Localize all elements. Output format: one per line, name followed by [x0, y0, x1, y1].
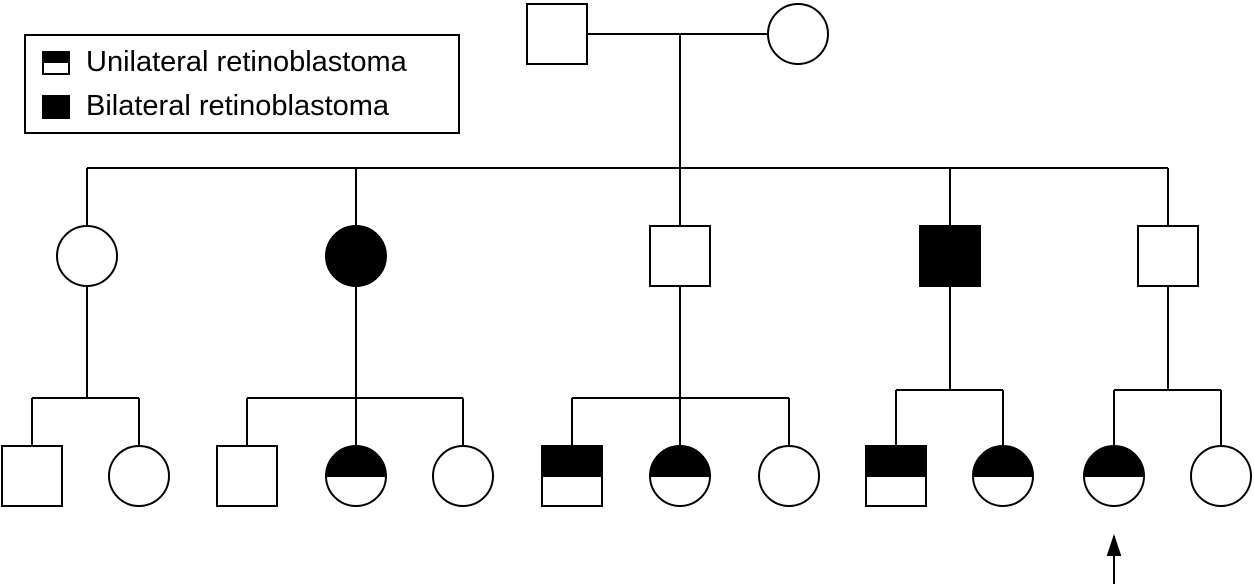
legend-label-bilateral: Bilateral retinoblastoma — [86, 90, 390, 122]
legend-item-bilateral: Bilateral retinoblastoma — [42, 92, 389, 121]
legend: Unilateral retinoblastoma Bilateral reti… — [24, 34, 460, 134]
generation-3-female-circle-unilateral — [972, 445, 1034, 507]
generation-2-female-circle-unaffected — [56, 225, 118, 287]
pedigree-lines — [31, 33, 1222, 446]
generation-3-female-circle-unaffected — [432, 445, 494, 507]
filled-square-icon — [42, 94, 70, 119]
pedigree-individuals — [1, 3, 1252, 507]
generation-3-female-circle-unaffected — [108, 445, 170, 507]
generation-1-female-circle-unaffected — [767, 3, 829, 65]
generation-3-male-square-unaffected — [1, 445, 63, 507]
generation-1-male-square-unaffected — [526, 3, 588, 65]
generation-2-male-square-bilateral — [919, 225, 981, 287]
generation-3-female-circle-unilateral — [325, 445, 387, 507]
generation-3-male-square-unilateral — [865, 445, 927, 507]
generation-3-male-square-unaffected — [216, 445, 278, 507]
half-filled-square-icon — [42, 50, 70, 75]
legend-label-unilateral: Unilateral retinoblastoma — [86, 46, 407, 78]
generation-3-female-circle-unaffected — [1190, 445, 1252, 507]
generation-3-female-circle-unilateral — [649, 445, 711, 507]
generation-2-male-square-unaffected — [1137, 225, 1199, 287]
generation-3-female-circle-unaffected — [758, 445, 820, 507]
generation-3-female-circle-unilateral — [1083, 445, 1145, 507]
generation-2-female-circle-bilateral — [325, 225, 387, 287]
generation-3-male-square-unilateral — [541, 445, 603, 507]
generation-2-male-square-unaffected — [649, 225, 711, 287]
legend-item-unilateral: Unilateral retinoblastoma — [42, 48, 407, 77]
